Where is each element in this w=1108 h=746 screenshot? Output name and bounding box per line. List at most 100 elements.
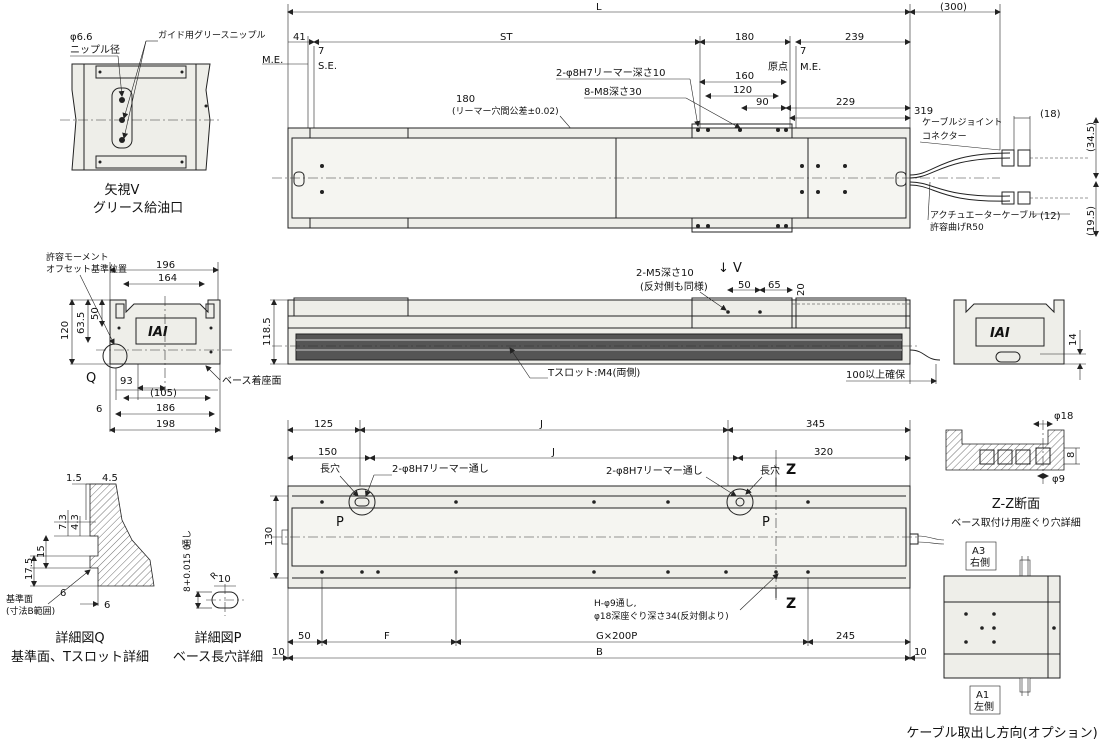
dim-65: 65 [768,280,781,291]
iai-logo-front: IAI [148,325,168,340]
label-guide-nipple: ガイド用グリースニップル [158,29,266,41]
dim-7-right: 7 [800,46,806,57]
dim-50-front: 50 [90,307,101,320]
dim-F: F [384,631,390,642]
dim-20: 20 [796,283,807,296]
dim-319: 319 [914,106,933,117]
dim-zz-8: 8 [1066,452,1077,458]
dim-150: 150 [318,447,337,458]
dim-50-side: 50 [738,280,751,291]
label-cable-joint-1: ケーブルジョイント [922,116,1002,128]
dim-120: 120 [733,85,752,96]
dim-198: 198 [156,419,175,430]
dim-G-200P: G×200P [596,631,637,642]
dim-J-bottom: J [551,447,555,458]
label-counterbore: φ18深座ぐり深さ34(反対側より) [594,610,729,622]
label-me-left: M.E. [262,55,283,66]
label-R: R [209,571,221,583]
dim-130: 130 [264,527,275,546]
label-a1-side: 左側 [974,700,994,713]
label-actuator-cable-1: アクチュエーターケーブル [930,209,1037,221]
dim-180: 180 [735,32,754,43]
dim-105: (105) [150,388,177,399]
label-Z-top: Z [786,462,796,478]
dim-118-5: 118.5 [262,317,273,346]
label-actuator-cable-2: 許容曲げR50 [930,221,984,233]
bottom-view: 125 J 345 150 J 320 長穴 2-φ8H7リーマー通し [264,419,945,661]
dim-7-left: 7 [318,46,324,57]
dim-15: 15 [36,545,47,558]
label-a1: A1 [976,690,989,701]
label-cable-joint-2: コネクター [922,131,967,142]
dim-245: 245 [836,631,855,642]
label-m5: 2-M5深さ10 [636,267,694,279]
dim-90: 90 [756,97,769,108]
dim-zz-phi18: φ18 [1054,411,1073,422]
label-holes: H-φ9通し, [594,598,637,609]
dim-7-3: 7.3 [58,514,69,530]
label-P-left: P [336,515,344,530]
dim-10-right: 10 [914,647,927,658]
label-long-hole-left: 長穴 [320,462,340,475]
label-reamer-10: 2-φ8H7リーマー深さ10 [556,67,666,79]
dim-239: 239 [845,32,864,43]
caption-detail-p-sub: ベース長穴詳細 [173,649,263,665]
dim-12: (12) [1040,211,1061,222]
dim-229: 229 [836,97,855,108]
front-view: 196 164 IAI 許容モーメント オフセット基準位置 120 63.5 5… [46,251,282,433]
label-se: S.E. [318,61,337,72]
label-ref-face: 基準面 [6,593,33,605]
label-Z-bottom: Z [786,596,796,612]
caption-detail-q: 詳細図Q [55,630,104,646]
dim-4-3: 4.3 [70,514,81,530]
side-view: 2-M5深さ10 (反対側も同様) ↓ V 50 65 20 118.5 Tスロ… [262,261,1086,384]
dim-6-q-b: 6 [104,600,110,611]
dim-p-8-tol: 8+0.015 0 [183,544,193,592]
dim-63-5: 63.5 [76,312,87,334]
iai-logo-end: IAI [990,326,1010,341]
label-reamer-through-left: 2-φ8H7リーマー通し [392,463,489,475]
dim-6-front: 6 [96,404,102,415]
label-reamer-through-right: 2-φ8H7リーマー通し [606,465,703,477]
label-origin: 原点 [768,61,788,73]
label-long-hole-right: 長穴 [760,464,780,477]
label-p-through: 通し [182,530,193,548]
label-m8: 8-M8深さ30 [584,86,642,98]
caption-zz-detail: ベース取付け用座ぐり穴詳細 [951,516,1081,529]
dim-cable-300: (300) [940,2,967,13]
label-clearance: 100以上確保 [846,368,905,381]
label-Q: Q [86,371,96,386]
dim-J-top: J [539,419,543,430]
label-P-right: P [762,515,770,530]
dim-125: 125 [314,419,333,430]
dim-164: 164 [158,273,177,284]
dim-41: 41 [293,32,306,43]
detail-q: 1.5 4.5 7.3 4.3 15 17.5 6 6 基準面 (寸法B範囲) … [6,473,155,665]
caption-detail-q-sub: 基準面、Tスロット詳細 [11,649,149,665]
label-me-right: M.E. [800,62,821,73]
dim-L: L [596,2,602,13]
dim-120-front: 120 [60,321,71,340]
label-a3-side: 右側 [970,556,990,569]
dim-18-cable: (18) [1040,109,1061,120]
top-view: L (300) 41 7 ST 180 7 239 M.E. S.E. 原点 M… [262,2,1099,237]
detail-p: 10 R 8+0.015 0 通し 詳細図P ベース長穴詳細 [173,530,263,665]
dim-50-bottom: 50 [298,631,311,642]
label-phi-6-6: φ6.6 [70,32,93,43]
dim-34-5: (34.5) [1086,122,1097,152]
dim-ST: ST [500,32,513,43]
dim-4-5: 4.5 [102,473,118,484]
cable-option: A3 右側 A1 左側 ケーブル取出し方向(オプション) [906,541,1098,741]
label-tslot: Tスロット:M4(両側) [547,366,640,379]
label-arrow-v: ↓ V [718,261,742,276]
dim-17-5: 17.5 [24,558,35,580]
dim-320: 320 [814,447,833,458]
dim-93: 93 [120,376,133,387]
dim-p-10: 10 [218,574,231,585]
dim-19-5: (19.5) [1086,206,1097,236]
label-tolerance: (リーマー穴間公差±0.02) [452,105,559,117]
dim-186: 186 [156,403,175,414]
caption-detail-p: 詳細図P [195,630,242,646]
label-a3: A3 [972,546,985,557]
